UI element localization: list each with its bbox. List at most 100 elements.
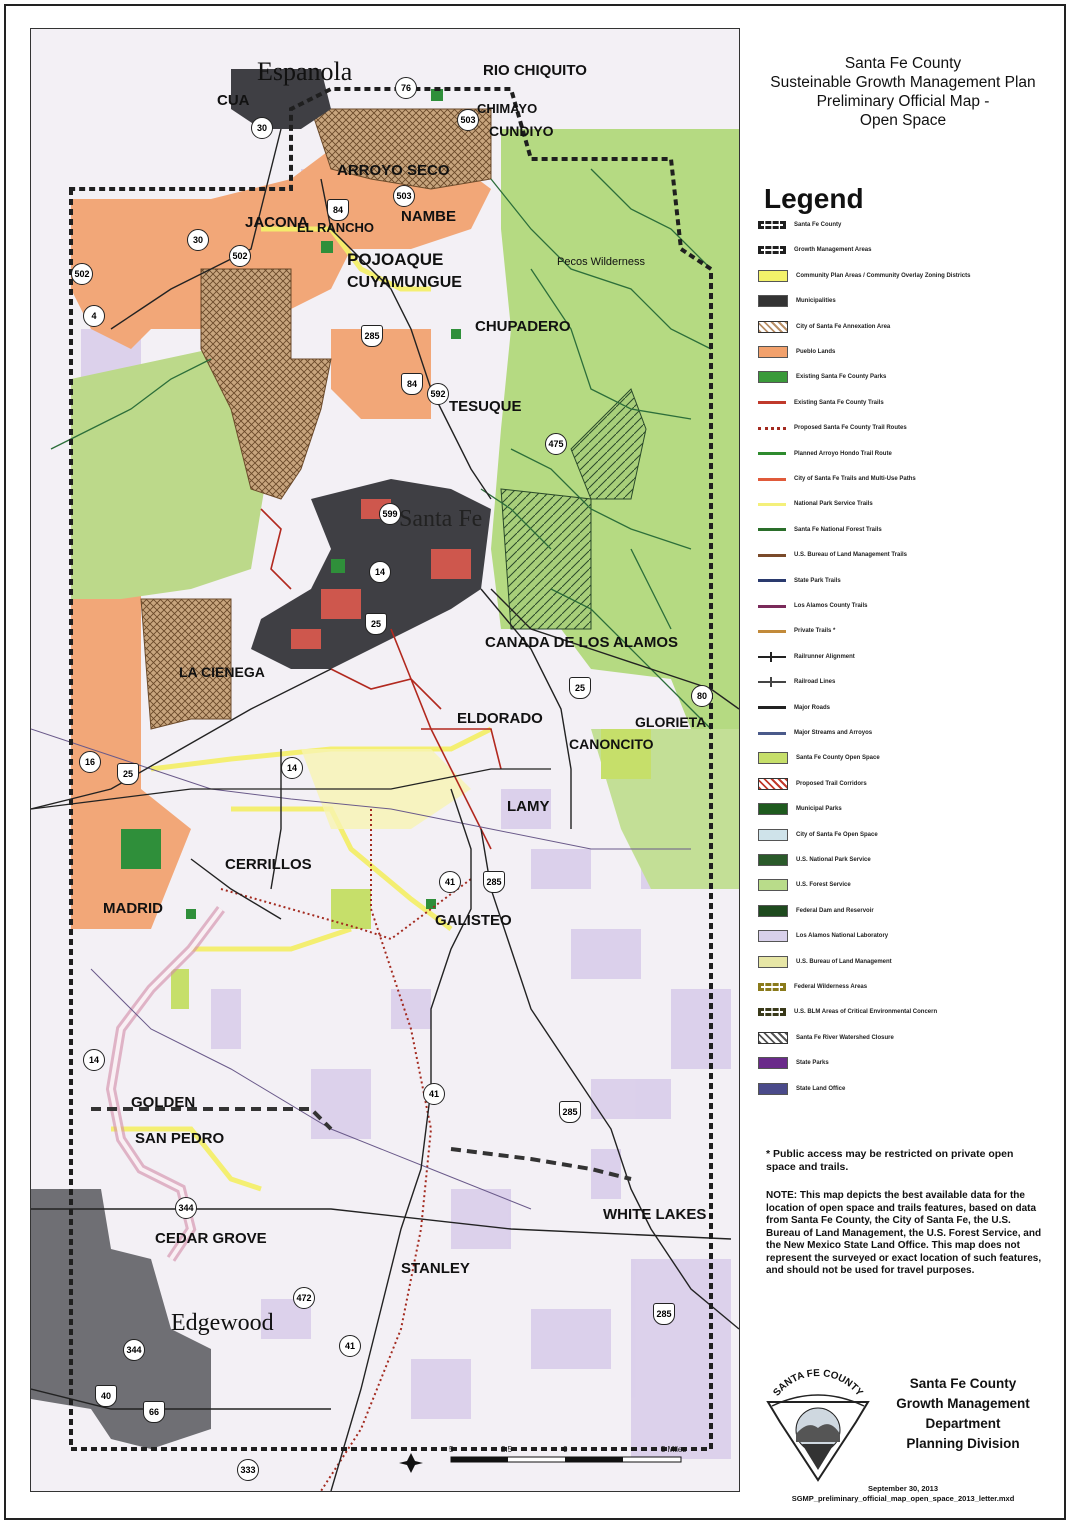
legend-item: Federal Wilderness Areas xyxy=(758,980,867,994)
legend-item: Municipal Parks xyxy=(758,802,842,816)
legend-label: U.S. BLM Areas of Critical Environmental… xyxy=(794,1009,938,1016)
route-shield: 285 xyxy=(559,1101,581,1123)
route-shield: 344 xyxy=(175,1197,197,1219)
public-access-note: * Public access may be restricted on pri… xyxy=(766,1148,1014,1173)
legend-label: City of Santa Fe Trails and Multi-Use Pa… xyxy=(794,476,916,482)
route-shield: 30 xyxy=(187,229,209,251)
title-line: Open Space xyxy=(859,112,947,129)
scale-label: 5 Miles xyxy=(661,1445,687,1454)
legend-swatch xyxy=(758,426,786,430)
legend-item: Community Plan Areas / Community Overlay… xyxy=(758,269,970,283)
seal-text: SANTA FE COUNTY xyxy=(771,1368,864,1399)
legend-label: City of Santa Fe Open Space xyxy=(796,831,878,838)
legend-swatch xyxy=(758,629,786,633)
legend-item: Santa Fe County Open Space xyxy=(758,751,880,765)
legend-label: Federal Dam and Reservoir xyxy=(796,907,874,914)
route-shield: 14 xyxy=(369,561,391,583)
legend-item: Santa Fe National Forest Trails xyxy=(758,523,882,537)
route-shield: 333 xyxy=(237,1459,259,1481)
org-line: Planning Division xyxy=(906,1436,1020,1451)
map-footer: September 30, 2013 SGMP_preliminary_offi… xyxy=(748,1484,1058,1504)
arroyos xyxy=(31,728,691,1210)
edgewood-municipality xyxy=(31,1189,211,1449)
place-label-white-lakes: WHITE LAKES xyxy=(603,1206,707,1223)
route-shield: 503 xyxy=(393,185,415,207)
growth-management-boundary-east xyxy=(450,1147,632,1181)
annexation-area-north xyxy=(200,268,332,500)
legend-swatch xyxy=(758,1057,788,1070)
legend-panel: Santa Fe County Susteinable Growth Manag… xyxy=(748,28,1058,1508)
legend-heading: Legend xyxy=(764,183,864,214)
route-shield: 599 xyxy=(379,503,401,525)
legend-swatch xyxy=(758,401,786,405)
legend-item: Existing Santa Fe County Parks xyxy=(758,370,886,384)
proposed-trail-route xyxy=(320,809,433,1491)
county-trails xyxy=(260,508,502,850)
route-shield: 285 xyxy=(653,1303,675,1325)
legend-item: State Park Trails xyxy=(758,574,841,588)
legend-item: City of Santa Fe Trails and Multi-Use Pa… xyxy=(758,472,916,486)
svg-text:SANTA FE COUNTY: SANTA FE COUNTY xyxy=(771,1368,864,1399)
legend-item: Railroad Lines xyxy=(758,675,835,689)
legend-label: State Land Office xyxy=(796,1085,846,1092)
scale-bar xyxy=(450,1456,682,1463)
legend-swatch xyxy=(758,579,786,583)
legend-swatch xyxy=(758,777,788,790)
watershed-closure xyxy=(500,488,592,630)
place-label-canoncito: CANONCITO xyxy=(569,736,654,752)
place-label-pecos-wilderness: Pecos Wilderness xyxy=(557,256,646,268)
annexation-area-cienega xyxy=(140,598,232,730)
route-shield: 66 xyxy=(143,1401,165,1423)
annexation-area-chimayo xyxy=(310,108,492,190)
place-label-santa-fe: Santa Fe xyxy=(399,506,483,532)
map-area[interactable]: Espanola CUA RIO CHIQUITO CHIMAYO CUNDIY… xyxy=(30,28,740,1492)
place-label-tesuque: TESUQUE xyxy=(449,398,522,415)
place-label-canada-de-los-alamos: CANADA DE LOS ALAMOS xyxy=(485,634,679,651)
route-shield: 503 xyxy=(457,109,479,131)
map-filename: SGMP_preliminary_official_map_open_space… xyxy=(791,1494,1015,1503)
legend-label: Railrunner Alignment xyxy=(794,653,855,660)
railroad-line xyxy=(31,768,551,810)
legend-label: City of Santa Fe Annexation Area xyxy=(796,323,891,330)
place-label-jacona: JACONA xyxy=(245,214,309,231)
legend-swatch xyxy=(758,1008,786,1017)
legend-label: Municipalities xyxy=(796,298,836,305)
route-shield: 475 xyxy=(545,433,567,455)
route-shield: 14 xyxy=(83,1049,105,1071)
legend-label: Pueblo Lands xyxy=(796,349,836,355)
route-shield: 344 xyxy=(123,1339,145,1361)
route-shield: 25 xyxy=(569,677,591,699)
place-label-arroyo-seco: ARROYO SECO xyxy=(337,162,450,179)
legend-item: Private Trails * xyxy=(758,624,835,638)
legend-swatch xyxy=(758,828,788,841)
place-label-cedar-grove: CEDAR GROVE xyxy=(155,1230,267,1247)
legend-item: City of Santa Fe Open Space xyxy=(758,828,878,842)
map-date: September 30, 2013 xyxy=(867,1484,939,1493)
legend-label: Proposed Trail Corridors xyxy=(796,780,867,787)
place-label-galisteo: GALISTEO xyxy=(435,912,512,929)
route-shield: 80 xyxy=(691,685,713,707)
county-boundary xyxy=(69,87,713,1451)
place-label-nambe: NAMBE xyxy=(401,208,456,225)
route-shield: 41 xyxy=(423,1083,445,1105)
legend-label: Proposed Santa Fe County Trail Routes xyxy=(794,425,907,432)
legend-item: U.S. Bureau of Land Management Trails xyxy=(758,548,907,562)
espanola-municipality xyxy=(231,69,331,129)
legend-item: Railrunner Alignment xyxy=(758,650,855,664)
legend-label: Growth Management Areas xyxy=(794,247,872,254)
scale-label: 0 xyxy=(563,1445,568,1454)
place-label-cua: CUA xyxy=(217,92,250,109)
legend-swatch xyxy=(758,854,788,866)
legend-swatch xyxy=(758,246,786,255)
legend-label: U.S. Bureau of Land Management xyxy=(796,958,892,965)
legend-label: State Parks xyxy=(796,1060,829,1067)
legend-swatch xyxy=(758,879,788,892)
legend-item: Proposed Santa Fe County Trail Routes xyxy=(758,421,907,435)
legend-item: U.S. National Park Service xyxy=(758,853,871,867)
legend-label: Private Trails * xyxy=(794,628,836,635)
route-shield: 41 xyxy=(439,871,461,893)
legend-swatch xyxy=(758,371,788,384)
org-line: Santa Fe County xyxy=(909,1376,1017,1391)
legend-swatch xyxy=(758,604,786,608)
legend-label: Municipal Parks xyxy=(796,806,842,813)
